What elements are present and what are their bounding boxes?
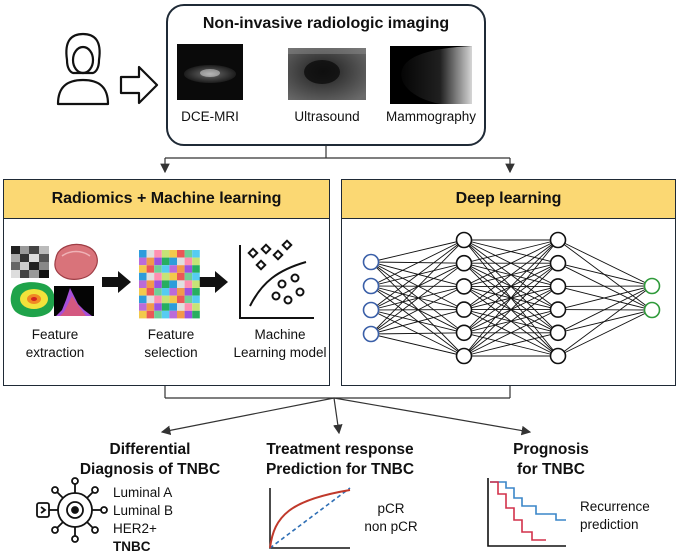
label-recurrence: Recurrence (580, 498, 650, 516)
km-red-curve (490, 482, 546, 540)
ai-chip-icon (37, 478, 107, 542)
prognosis-labels: Recurrence prediction (580, 498, 650, 534)
km-chart (488, 478, 566, 546)
km-blue-curve (490, 482, 566, 520)
subtype-luminal-b: Luminal B (113, 502, 173, 520)
label-pcr: pCR (356, 500, 426, 518)
response-labels: pCR non pCR (356, 500, 426, 536)
subtype-her2: HER2+ (113, 520, 173, 538)
subtype-list: Luminal A Luminal B HER2+ TNBC (113, 484, 173, 556)
subtype-luminal-a: Luminal A (113, 484, 173, 502)
subtype-tnbc: TNBC (113, 538, 173, 556)
roc-chart (270, 488, 350, 548)
label-prediction: prediction (580, 516, 650, 534)
label-non-pcr: non pCR (356, 518, 426, 536)
